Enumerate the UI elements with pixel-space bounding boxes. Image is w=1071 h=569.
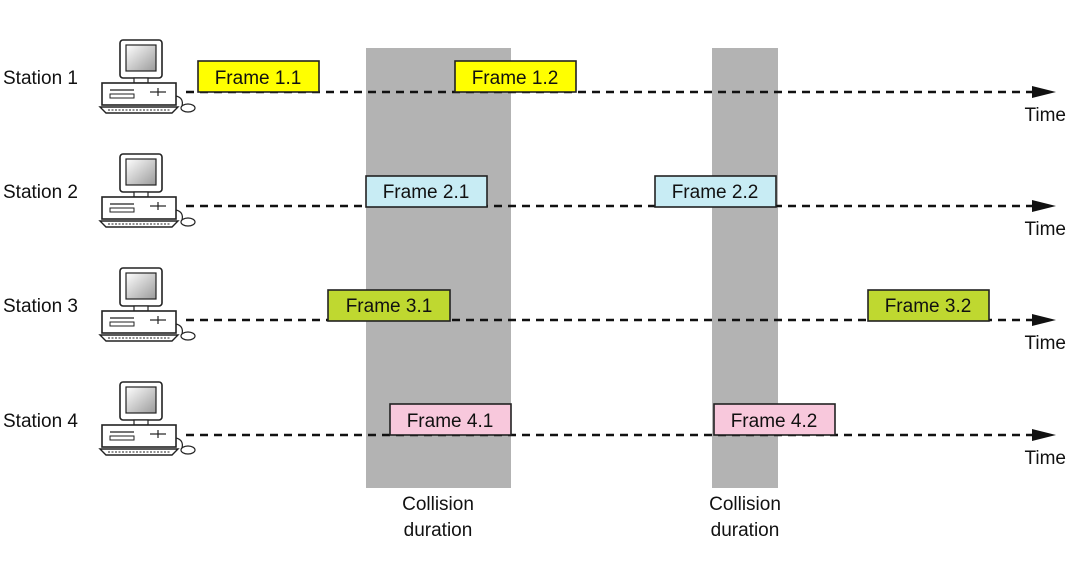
arrowhead-icon (1032, 429, 1056, 441)
collision-label-1-line1: Collision (402, 494, 474, 515)
frame-box (654, 175, 777, 208)
arrowhead-icon (1032, 314, 1056, 326)
computer-icon (98, 267, 196, 342)
frame-label: Frame 2.2 (672, 182, 759, 203)
station-label: Station 1 (3, 68, 78, 89)
frame-label: Frame 1.2 (472, 68, 559, 89)
arrowhead-icon (1032, 86, 1056, 98)
time-label: Time (1024, 219, 1066, 240)
collision-label-2-line1: Collision (709, 494, 781, 515)
computer-icon (98, 381, 196, 456)
station-label: Station 4 (3, 411, 78, 432)
frame-box (365, 175, 488, 208)
frame-label: Frame 2.1 (383, 182, 470, 203)
frame-label: Frame 3.1 (346, 296, 433, 317)
frame-box (197, 60, 320, 93)
station-row-1: Station 1 Time Frame 1.1 Frame 1.2 (3, 39, 1066, 126)
time-label: Time (1024, 448, 1066, 469)
collision-label-1-line2: duration (404, 520, 473, 541)
station-label: Station 3 (3, 296, 78, 317)
frame-label: Frame 4.2 (731, 411, 818, 432)
frame-box (454, 60, 577, 93)
frame-box (867, 289, 990, 322)
arrowhead-icon (1032, 200, 1056, 212)
frame-label: Frame 4.1 (407, 411, 494, 432)
computer-icon (98, 39, 196, 114)
collision-label-2-line2: duration (711, 520, 780, 541)
frame-label: Frame 1.1 (215, 68, 302, 89)
computer-icon (98, 153, 196, 228)
frame-label: Frame 3.2 (885, 296, 972, 317)
station-row-3: Station 3 Time Frame 3.1 Frame 3.2 (3, 267, 1066, 354)
frame-box (713, 403, 836, 436)
station-row-2: Station 2 Time Frame 2.1 Frame 2.2 (3, 153, 1066, 240)
station-row-4: Station 4 Time Frame 4.1 Frame 4.2 (3, 381, 1066, 469)
station-label: Station 2 (3, 182, 78, 203)
frame-box (389, 403, 512, 436)
frame-box (327, 289, 451, 322)
time-label: Time (1024, 333, 1066, 354)
time-label: Time (1024, 105, 1066, 126)
